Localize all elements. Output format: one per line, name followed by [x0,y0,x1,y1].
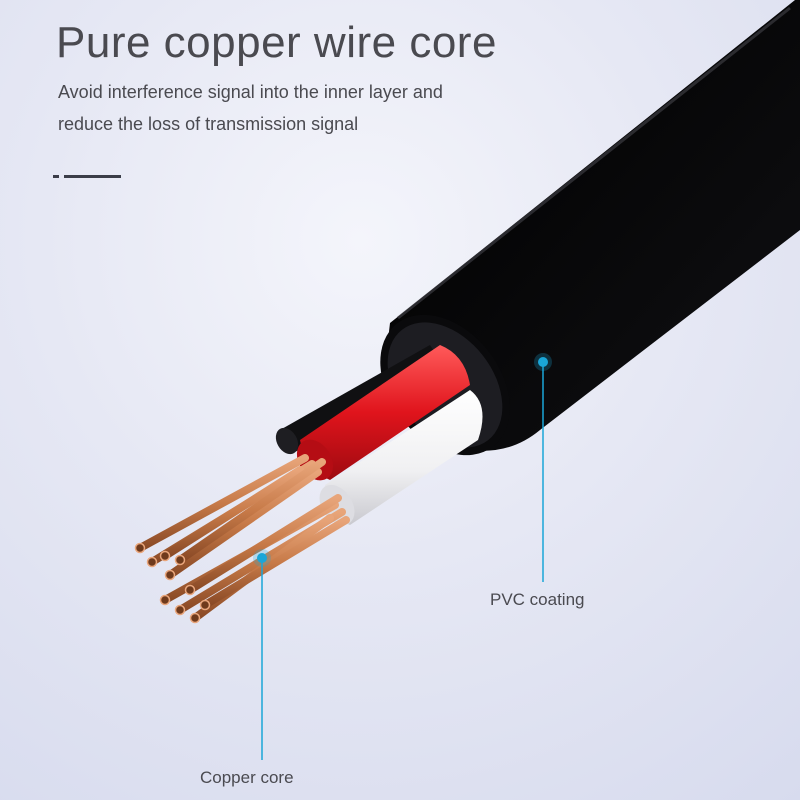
callout-copper [253,549,271,760]
page-title: Pure copper wire core [56,18,497,67]
accent-dot [53,175,59,178]
accent-bar [64,175,121,178]
copper-strands-upper [136,454,326,579]
pvc-coating-label: PVC coating [490,590,585,609]
subtitle: Avoid interference signal into the inner… [58,76,478,140]
copper-strand-ends [134,542,211,624]
callout-pvc [534,353,552,582]
copper-core-label: Copper core [200,768,294,787]
subtitle-line-1: Avoid interference signal into the inner… [58,82,443,102]
subtitle-line-2: reduce the loss of transmission signal [58,114,359,134]
